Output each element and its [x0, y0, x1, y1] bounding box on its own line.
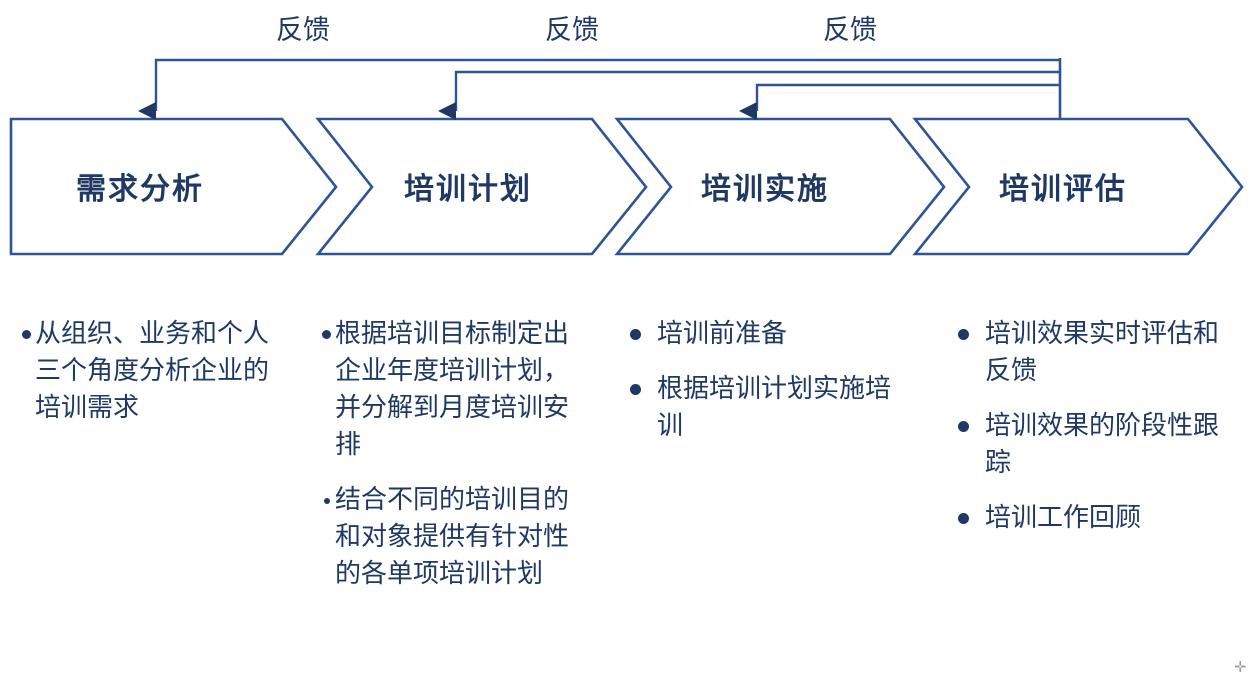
list-item: 结合不同的培训目的和对象提供有针对性的各单项培训计划 [312, 482, 574, 593]
stage-label-2: 培训计划 [404, 172, 532, 207]
stage-label-3: 培训实施 [701, 172, 829, 207]
list-item-text: 培训前准备 [657, 319, 788, 349]
list-item-text: 根据培训目标制定出企业年度培训计划，并分解到月度培训安排 [335, 319, 570, 460]
bullet-dot-icon [22, 330, 31, 339]
feedback-label-3: 反馈 [823, 15, 877, 46]
list-item: 培训前准备 [622, 316, 912, 353]
bullet-dot-icon [958, 329, 969, 340]
bullet-column-training-implementation: 培训前准备 根据培训计划实施培训 [622, 316, 912, 463]
stage-label-4: 培训评估 [999, 172, 1127, 207]
feedback-arrow-1[interactable] [138, 58, 1060, 120]
feedback-label-1: 反馈 [276, 15, 330, 46]
list-item-text: 根据培训计划实施培训 [657, 374, 892, 441]
bullet-dot-icon [322, 330, 331, 339]
corner-mark-icon: ✛ [1234, 658, 1247, 676]
feedback-label-2: 反馈 [545, 15, 599, 46]
list-item-text: 从组织、业务和个人三个角度分析企业的培训需求 [35, 319, 270, 423]
list-item: 培训效果的阶段性跟踪 [950, 408, 1225, 482]
stage-shape-4[interactable] [912, 117, 1244, 256]
stage-shape-3[interactable] [614, 117, 946, 256]
list-item: 根据培训计划实施培训 [622, 371, 912, 445]
list-item: 从组织、业务和个人三个角度分析企业的培训需求 [12, 316, 280, 427]
bullet-dot-icon [324, 498, 330, 504]
list-item-text: 培训效果的阶段性跟踪 [985, 411, 1220, 478]
list-item: 培训效果实时评估和反馈 [950, 316, 1225, 390]
bullet-dot-icon [630, 329, 641, 340]
stage-label-1: 需求分析 [76, 172, 204, 207]
bullet-column-needs-analysis: 从组织、业务和个人三个角度分析企业的培训需求 [12, 316, 280, 445]
stage-shape-2[interactable] [315, 117, 648, 256]
bullet-column-training-evaluation: 培训效果实时评估和反馈 培训效果的阶段性跟踪 培训工作回顾 [950, 316, 1225, 555]
feedback-arrow-2[interactable] [438, 70, 1060, 120]
list-item: 培训工作回顾 [950, 500, 1225, 537]
bullet-column-training-plan: 根据培训目标制定出企业年度培训计划，并分解到月度培训安排 结合不同的培训目的和对… [312, 316, 574, 611]
list-item-text: 培训效果实时评估和反馈 [985, 319, 1220, 386]
list-item-text: 结合不同的培训目的和对象提供有针对性的各单项培训计划 [335, 485, 570, 589]
bullet-dot-icon [630, 384, 641, 395]
bullet-dot-icon [958, 513, 969, 524]
list-item-text: 培训工作回顾 [985, 503, 1142, 533]
bullet-dot-icon [958, 421, 969, 432]
feedback-arrow-3[interactable] [739, 83, 1060, 120]
list-item: 根据培训目标制定出企业年度培训计划，并分解到月度培训安排 [312, 316, 574, 464]
stage-shape-1[interactable] [9, 117, 338, 256]
